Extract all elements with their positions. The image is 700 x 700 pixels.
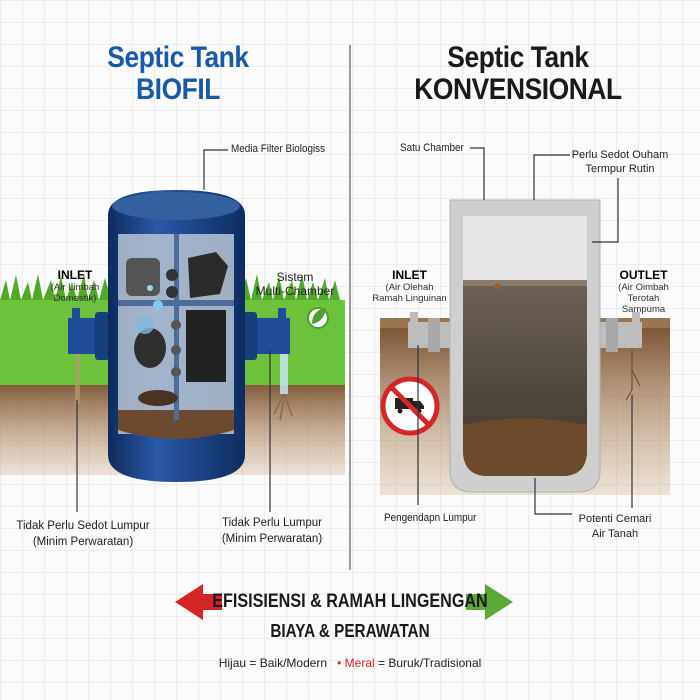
legend: Hijau = Baik/Modern • Meral = Buruk/Trad… xyxy=(0,656,700,670)
legend-green: Hijau = Baik/Modern xyxy=(218,656,328,670)
br-line1: Tidak Perlu Lumpur xyxy=(222,517,322,529)
system-line1: Sistem xyxy=(276,270,314,284)
right-title-line1: Septic Tank xyxy=(447,41,589,74)
pollution-label: Potenti Cemari Air Tanah xyxy=(570,512,660,542)
bl-line2: (Minim Perwaratan) xyxy=(32,536,134,548)
left-title-line1: Septic Tank xyxy=(107,41,249,74)
right-outlet-pipe xyxy=(596,312,642,401)
red-arrow-left-icon xyxy=(175,584,222,620)
media-filter-label: Media Filter Biologiss xyxy=(231,143,326,155)
inlet-sub1: (Air Limbah xyxy=(50,282,100,293)
single-chamber-label: Satu Chamber xyxy=(400,142,464,154)
r-outlet-sub2: Terotah Sampuma xyxy=(621,293,666,315)
r-outlet-sub1: (Air Oimbah xyxy=(618,282,669,293)
r-inlet-sub2: Ramah Linguinan xyxy=(372,293,447,304)
right-inlet-label: INLET (Air Olehah Ramah Linguinan xyxy=(372,268,447,304)
right-outlet-label: OUTLET (Air Oimbah Terotah Sampuma xyxy=(606,268,681,315)
desludge-line1: Perlu Sedot Ouham xyxy=(571,149,669,161)
bl-line1: Tidak Perlu Sedot Lumpur xyxy=(16,520,150,532)
pollution-line2: Air Tanah xyxy=(591,528,639,540)
legend-red-word: Meral xyxy=(344,656,375,670)
left-outlet-pipe xyxy=(240,308,293,421)
right-title-line2: KONVENSIONAL xyxy=(414,73,622,106)
inlet-sub2: Domestik) xyxy=(53,293,97,304)
right-bottom-label: Tidak Perlu Lumpur (Minim Perwaratan) xyxy=(212,515,332,547)
left-inlet-label: INLET (Air Limbah Domestik) xyxy=(45,268,105,304)
left-title: Septic Tank BIOFIL xyxy=(90,42,266,106)
conventional-tank xyxy=(449,199,601,493)
br-line2: (Minim Perwaratan) xyxy=(221,533,323,545)
right-title: Septic Tank KONVENSIONAL xyxy=(412,42,623,106)
chamber-leader-line xyxy=(470,147,485,200)
r-inlet-sub1: (Air Olehah xyxy=(385,282,434,293)
r-outlet-title: OUTLET xyxy=(619,268,668,282)
left-inlet-pipe xyxy=(68,308,113,404)
inlet-title: INLET xyxy=(57,268,93,282)
right-inlet-pipe xyxy=(408,312,454,352)
media-filter-leader-line xyxy=(203,149,228,190)
legend-red-rest: = Buruk/Tradisional xyxy=(378,656,482,670)
desludge-leader-line xyxy=(533,154,570,200)
pollution-line1: Potenti Cemari xyxy=(578,513,652,525)
biofil-tank xyxy=(108,190,245,482)
desludge-label: Perlu Sedot Ouham Termpur Rutin xyxy=(565,148,675,176)
sludge-bottom-leader-line xyxy=(534,478,572,515)
legend-bullet: • xyxy=(337,656,342,670)
system-line2: Multi-Chamber xyxy=(255,284,335,298)
left-bottom-label: Tidak Perlu Sedot Lumpur (Minim Perwarat… xyxy=(8,518,158,550)
comparison-line1: EFISISIENSI & RAMAH LINGENGAN xyxy=(212,591,488,612)
comparison-line2: BIAYA & PERAWATAN xyxy=(270,621,430,641)
desludge-wall-leader-line xyxy=(592,178,619,243)
leaf-icon xyxy=(307,307,329,329)
green-arrow-right-icon xyxy=(466,584,513,620)
left-title-line2: BIOFIL xyxy=(136,73,220,106)
sludge-label: Pengendapn Lumpur xyxy=(384,512,477,524)
multi-chamber-label: Sistem Multi-Chamber xyxy=(250,270,340,298)
desludge-line2: Termpur Rutin xyxy=(585,163,655,175)
no-truck-icon xyxy=(380,376,440,436)
r-inlet-title: INLET xyxy=(392,268,427,282)
